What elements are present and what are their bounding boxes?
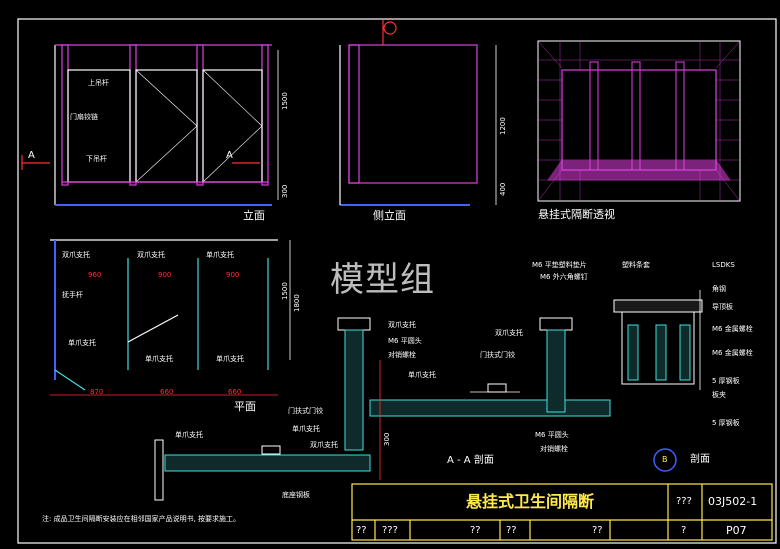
detail-label: M6 外六角螺钉 xyxy=(540,273,588,281)
detail-label: M6 金属螺栓 xyxy=(712,349,753,357)
plan-dimension: 660 xyxy=(160,388,174,396)
detail-label: 角钢 xyxy=(712,285,726,293)
section-mark-a-right: A xyxy=(226,150,233,161)
elevation-title: 立面 xyxy=(243,209,265,222)
page-label: ? xyxy=(681,525,687,536)
detail-label: M6 平圆头 xyxy=(535,431,569,439)
detail-label: 5 厚钢板 xyxy=(712,419,740,427)
title-block xyxy=(351,483,773,541)
title-block-cell: ?? xyxy=(592,525,603,536)
detail-label: 单爪支托 xyxy=(408,371,436,379)
side-dimension: 400 xyxy=(499,182,507,196)
section-aa-view xyxy=(154,317,611,501)
section-aa-title: A - A 剖面 xyxy=(447,455,494,466)
side-dimension: 1200 xyxy=(499,117,507,135)
plan-label: 单爪支托 xyxy=(145,355,173,363)
elevation-label: 下吊杆 xyxy=(86,155,107,163)
plan-dimension: 870 xyxy=(90,388,104,396)
side-elevation-title: 侧立面 xyxy=(373,209,406,222)
plan-dimension: 900 xyxy=(158,271,172,279)
drawing-title: 悬挂式卫生间隔断 xyxy=(465,492,594,511)
drawing-note: 注: 成品卫生间隔断安装应在相邻国家产品说明书, 按要求施工。 xyxy=(42,515,241,523)
atlas-label: ??? xyxy=(676,496,692,507)
detail-label: 板夹 xyxy=(712,391,726,399)
plan-dimension: 960 xyxy=(88,271,102,279)
plan-label: 双爪支托 xyxy=(62,251,90,259)
detail-label: 门扶式门铰 xyxy=(480,351,515,359)
section-b-title: 剖面 xyxy=(690,454,710,465)
elevation-label: 门扇铰链 xyxy=(70,113,98,121)
plan-label: 单爪支托 xyxy=(206,251,234,259)
detail-label: LSDKS xyxy=(712,261,735,269)
atlas-number: 03J502-1 xyxy=(708,495,758,508)
side-elevation-view xyxy=(339,20,497,206)
detail-label: 双爪支托 xyxy=(495,329,523,337)
drawing-frame xyxy=(17,18,777,544)
elevation-view xyxy=(21,44,279,206)
title-block-cell: ?? xyxy=(506,525,517,536)
detail-label: 单爪支托 xyxy=(175,431,203,439)
elevation-dimension: 300 xyxy=(281,184,289,198)
detail-label: 底座钢板 xyxy=(282,491,310,499)
title-block-cell: ??? xyxy=(382,525,398,536)
detail-label: 双爪支托 xyxy=(388,321,416,329)
detail-label: 对销螺栓 xyxy=(388,351,416,359)
plan-dimension: 1800 xyxy=(293,294,301,312)
detail-label: 塑料条套 xyxy=(622,261,650,269)
plan-label: 单爪支托 xyxy=(68,339,96,347)
detail-label: 导顶板 xyxy=(712,303,733,311)
plan-view xyxy=(50,239,291,396)
detail-label: 单爪支托 xyxy=(292,425,320,433)
plan-title: 平面 xyxy=(234,400,256,413)
plan-dimension: 900 xyxy=(226,271,240,279)
plan-dimension: 1500 xyxy=(281,282,289,300)
detail-label: M6 平垫塑料垫片 xyxy=(532,261,587,269)
detail-label: 门扶式门铰 xyxy=(288,407,323,415)
section-b-marker: B xyxy=(662,455,668,464)
section-b-view xyxy=(613,290,703,472)
detail-label: 对销螺栓 xyxy=(540,445,568,453)
perspective-title: 悬挂式隔断透视 xyxy=(538,208,615,221)
title-block-cell: ?? xyxy=(470,525,481,536)
section-dimension: 300 xyxy=(383,432,391,446)
page-number: P07 xyxy=(726,524,747,537)
detail-label: M6 平圆头 xyxy=(388,337,422,345)
detail-label: 5 厚钢板 xyxy=(712,377,740,385)
detail-label: M6 金属螺栓 xyxy=(712,325,753,333)
plan-dimension: 660 xyxy=(228,388,242,396)
plan-label: 双爪支托 xyxy=(137,251,165,259)
elevation-label: 上吊杆 xyxy=(88,79,109,87)
elevation-dimension: 1500 xyxy=(281,92,289,110)
perspective-view xyxy=(537,40,741,202)
plan-label: 单爪支托 xyxy=(216,355,244,363)
plan-label: 抚手杆 xyxy=(62,291,83,299)
section-mark-a-left: A xyxy=(28,150,35,161)
detail-label: 双爪支托 xyxy=(310,441,338,449)
watermark: 模型组 xyxy=(330,260,435,300)
title-block-cell: ?? xyxy=(356,525,367,536)
